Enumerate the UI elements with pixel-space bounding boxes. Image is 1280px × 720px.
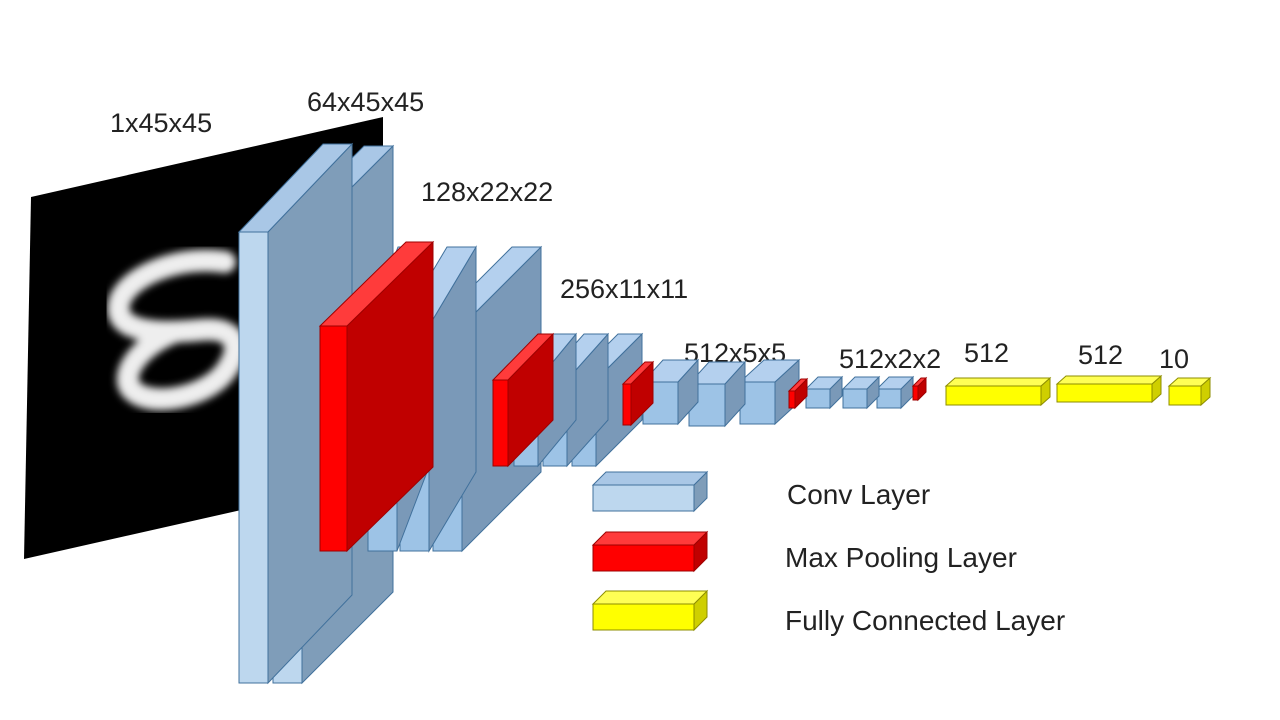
fc-layer-1 <box>944 376 1052 407</box>
legend-conv-swatch <box>591 470 709 513</box>
fc-1-label: 512 <box>964 338 1009 368</box>
legend-fc-swatch <box>591 589 709 632</box>
stage-5-label: 512x2x2 <box>839 344 941 374</box>
conv-layer-5c <box>875 375 915 410</box>
stage-1-label: 64x45x45 <box>307 87 424 117</box>
pool-layer-5 <box>787 377 809 410</box>
stage-2-label: 128x22x22 <box>421 177 553 207</box>
pool-layer-4 <box>621 360 655 427</box>
input-digit <box>107 249 247 411</box>
conv-layer-4c <box>738 358 801 426</box>
legend-fc-label: Fully Connected Layer <box>785 605 1065 636</box>
legend-pool-label: Max Pooling Layer <box>785 542 1017 573</box>
fc-2-label: 512 <box>1078 340 1123 370</box>
fc-3-label: 10 <box>1159 344 1189 374</box>
conv-layer-5a <box>804 375 844 410</box>
stage-3-label: 256x11x11 <box>560 274 688 304</box>
fc-layer-3 <box>1167 376 1212 407</box>
pool-layer-6 <box>911 376 928 402</box>
conv-layer-5b <box>841 375 881 410</box>
layer-blocks <box>237 142 1212 685</box>
legend-conv-label: Conv Layer <box>787 479 930 510</box>
pool-layer-2 <box>318 240 435 553</box>
fc-layer-2 <box>1055 374 1163 404</box>
input-size-label: 1x45x45 <box>110 108 212 138</box>
legend-pool-swatch <box>591 530 709 573</box>
pool-layer-3 <box>491 332 555 468</box>
